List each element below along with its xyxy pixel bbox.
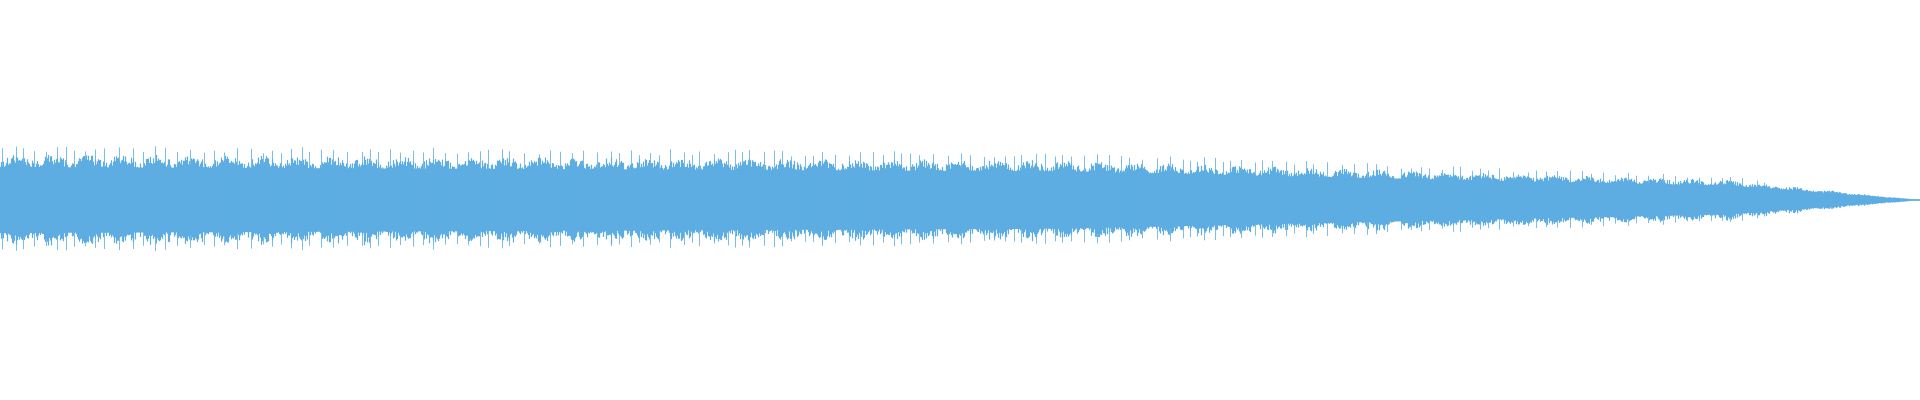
waveform-core	[0, 166, 1920, 234]
waveform-peaks	[2, 146, 1765, 252]
waveform-trace	[0, 146, 1920, 252]
